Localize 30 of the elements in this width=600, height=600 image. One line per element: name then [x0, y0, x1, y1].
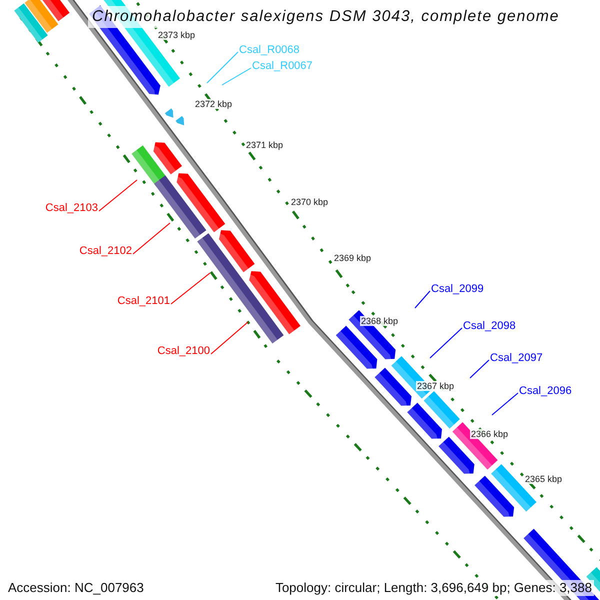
leader-line: [430, 328, 462, 358]
accession-label: Accession: NC_007963: [6, 580, 146, 596]
position-label: 2367 kbp: [416, 381, 456, 391]
leader-line: [492, 392, 518, 416]
gene-label: Csal_2101: [117, 295, 170, 308]
gene-label: Csal_2096: [519, 385, 572, 398]
leader-line: [222, 68, 252, 86]
position-label: 2368 kbp: [360, 316, 400, 326]
leader-line: [414, 290, 430, 308]
gene-label: Csal_2099: [431, 283, 484, 296]
leader-line: [132, 222, 170, 254]
gene-label: Csal_R0068: [239, 44, 300, 57]
gene-label: Csal_2100: [157, 345, 210, 358]
position-label: 2366 kbp: [470, 429, 510, 439]
leader-line: [206, 52, 238, 84]
leader-line: [170, 272, 210, 304]
gene-label: Csal_2097: [490, 352, 543, 365]
leader-line: [98, 180, 138, 212]
gene-label: Csal_R0067: [252, 60, 313, 73]
position-label: 2369 kbp: [333, 253, 372, 263]
leader-line: [470, 360, 490, 378]
position-label: 2370 kbp: [290, 197, 330, 207]
position-label: 2372 kbp: [194, 99, 234, 109]
gene-label: Csal_2102: [79, 245, 132, 258]
position-label: 2365 kbp: [524, 474, 564, 484]
position-label: 2373 kbp: [157, 30, 196, 40]
gene-label: Csal_2098: [463, 320, 516, 333]
position-label: 2371 kbp: [245, 140, 284, 150]
leader-line: [210, 322, 248, 354]
gene-label: Csal_2103: [45, 202, 98, 215]
